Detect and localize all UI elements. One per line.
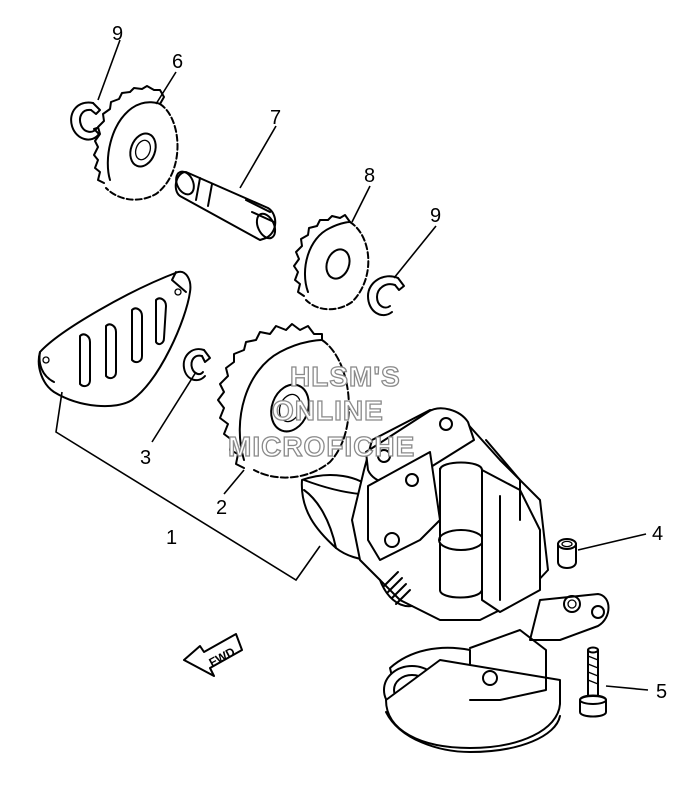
- watermark: HLSM'S ONLINE MICROFICHE: [227, 360, 415, 462]
- callout-9-top: 9: [112, 23, 123, 45]
- circlip-part-9-right: [367, 275, 405, 317]
- callout-9-right: 9: [430, 205, 441, 227]
- shaft-part-7: [174, 170, 277, 241]
- watermark-line-3: MICROFICHE: [228, 431, 415, 462]
- callout-3: 3: [140, 447, 151, 469]
- watermark-line-2: ONLINE: [272, 395, 384, 426]
- watermark-line-1: HLSM'S: [290, 361, 401, 392]
- callout-8: 8: [364, 165, 375, 187]
- bolt-part-5: [579, 646, 607, 718]
- oil-pump-body: [300, 407, 610, 753]
- forward-direction-arrow: FWD: [183, 633, 243, 677]
- leader-lines: [55, 39, 649, 691]
- dowel-pin-part-4: [557, 538, 577, 569]
- gear-part-6: [93, 85, 179, 201]
- callout-6: 6: [172, 51, 183, 73]
- callout-2: 2: [216, 497, 227, 519]
- callout-5: 5: [656, 681, 667, 703]
- circlip-part-9-top: [70, 101, 101, 141]
- callout-7: 7: [270, 107, 281, 129]
- gear-part-2: [217, 323, 350, 479]
- circlip-part-3: [182, 348, 211, 382]
- callout-labels: 9 6 7 8 9 3 2 1 4 5: [112, 23, 667, 703]
- callout-1: 1: [166, 527, 177, 549]
- callout-4: 4: [652, 523, 663, 545]
- gear-part-8: [293, 214, 370, 311]
- pump-cover: [37, 270, 192, 408]
